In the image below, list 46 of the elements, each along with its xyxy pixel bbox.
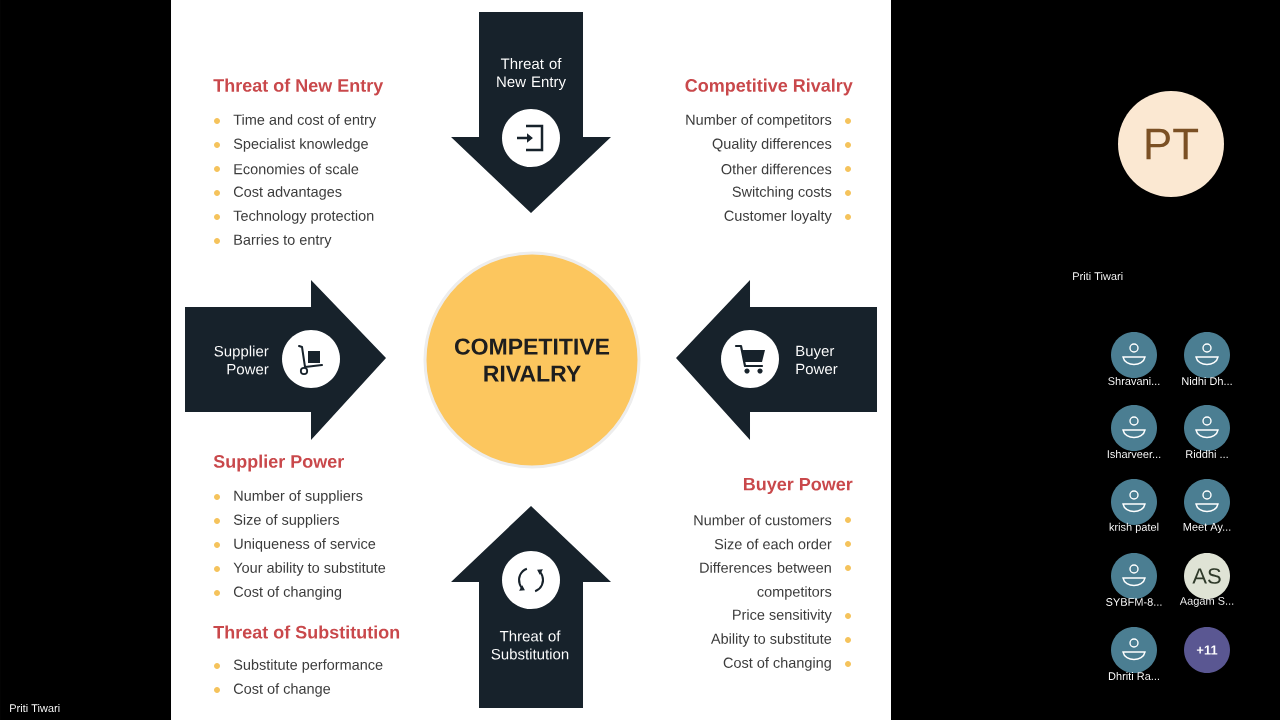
list-item: Switching costs [732, 186, 832, 200]
list-item: Cost advantages [233, 186, 342, 200]
participant-name: Dhriti Ra... [1108, 671, 1159, 681]
participant-name: SYBFM-8... [1106, 598, 1162, 606]
list-item: Price sensitivity [733, 609, 832, 623]
avatar-circle [1111, 332, 1157, 378]
participant-name: krish patel [1109, 522, 1159, 534]
list-item: Barries to entry [234, 234, 332, 248]
list-item: Specialist knowledge [233, 138, 368, 152]
list-item: Time and cost of entry [233, 114, 377, 128]
participant-name: Priti Tiwari [1073, 271, 1123, 281]
list-item: Your ability to substitute [233, 562, 386, 576]
list-item: Number of customers [694, 514, 832, 526]
participant-name: Meet Ay... [1183, 523, 1231, 533]
list-item: Quality differences [712, 138, 832, 152]
participant-name: Aagam S... [1179, 597, 1234, 607]
list-item: Cost of changing [723, 657, 831, 671]
avatar-circle [1111, 405, 1157, 451]
avatar-circle [1184, 479, 1230, 525]
list-item: Ability to substitute [710, 633, 832, 647]
avatar-circle [1111, 553, 1157, 599]
list-item: Differences between competitors [700, 562, 832, 600]
list-item: Technology protection [233, 210, 374, 224]
section-heading: Threat of New Entry [213, 78, 384, 96]
presenter-name: Priti Tiwari [10, 703, 60, 713]
participant-name: Riddhi ... [1186, 449, 1228, 459]
participant-name: Isharveer... [1107, 449, 1161, 459]
list-item: Number of competitors [686, 114, 832, 128]
list-item: Number of suppliers [234, 490, 363, 504]
section-heading: Competitive Rivalry [685, 78, 853, 96]
list-item: Cost of changing [233, 586, 342, 600]
list-item: Size of each order [714, 538, 832, 550]
participant-name: Shravani... [1108, 376, 1160, 386]
section-heading: Threat of Substitution [213, 625, 400, 639]
participant-name: Nidhi Dh... [1182, 376, 1232, 386]
avatar-circle [1111, 627, 1157, 673]
list-item: Uniqueness of service [234, 538, 376, 552]
list-item: Other differences [721, 163, 832, 175]
list-item: Economies of scale [234, 163, 359, 175]
list-item: Customer loyalty [724, 210, 832, 224]
avatar-circle [1184, 332, 1230, 378]
avatar-circle [1184, 405, 1230, 451]
list-item: Size of suppliers [233, 514, 340, 528]
list-item: Substitute performance [233, 659, 383, 673]
list-item: Cost of change [233, 683, 331, 697]
section-heading: Buyer Power [744, 477, 853, 495]
